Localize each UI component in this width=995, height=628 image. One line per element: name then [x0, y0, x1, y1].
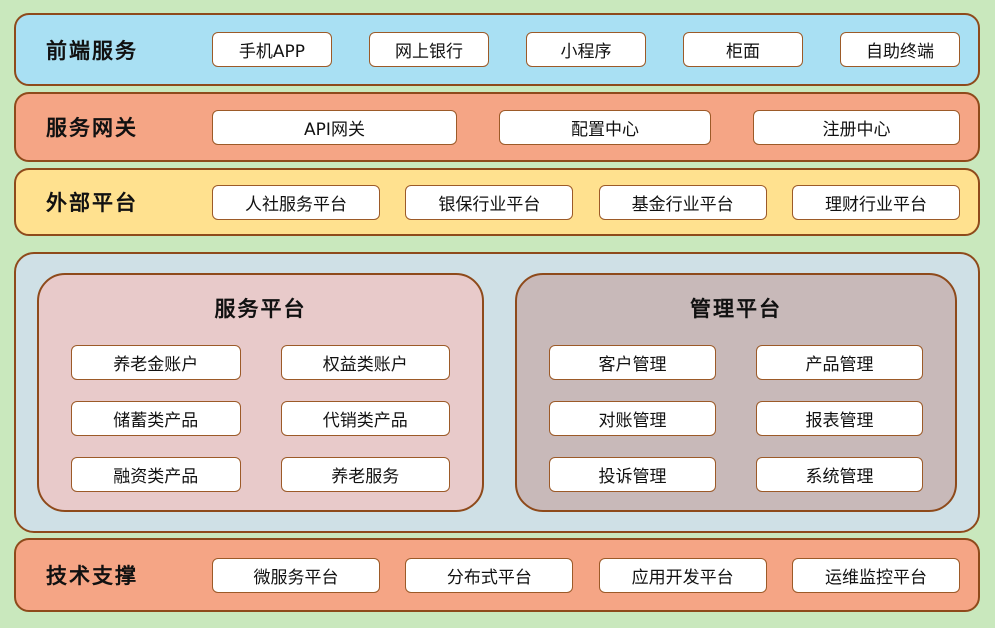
service-platform-title: 服务平台 — [214, 297, 307, 321]
frontend-item-counter: 柜面 — [683, 32, 803, 67]
frontend-item-mobile-app: 手机APP — [212, 32, 332, 67]
frontend-items-group: 手机APP 网上银行 小程序 柜面 自助终端 — [212, 32, 960, 67]
mgmt-item-customer-management: 客户管理 — [549, 345, 716, 380]
external-section-label: 外部平台 — [46, 191, 138, 215]
external-platforms-section: 外部平台 人社服务平台 银保行业平台 基金行业平台 理财行业平台 — [14, 168, 980, 236]
management-platform-title: 管理平台 — [690, 297, 782, 321]
service-item-financing-products: 融资类产品 — [71, 457, 241, 492]
mgmt-item-reconciliation-management: 对账管理 — [549, 401, 716, 436]
frontend-services-section: 前端服务 手机APP 网上银行 小程序 柜面 自助终端 — [14, 13, 980, 86]
service-gateway-section: 服务网关 API网关 配置中心 注册中心 — [14, 92, 980, 162]
management-platform-grid: 客户管理 产品管理 对账管理 报表管理 投诉管理 系统管理 — [549, 345, 923, 492]
frontend-item-self-service-terminal: 自助终端 — [840, 32, 960, 67]
support-items-group: 微服务平台 分布式平台 应用开发平台 运维监控平台 — [212, 557, 960, 593]
external-items-group: 人社服务平台 银保行业平台 基金行业平台 理财行业平台 — [212, 184, 960, 220]
support-item-microservice-platform: 微服务平台 — [212, 557, 380, 593]
service-item-pension-services: 养老服务 — [280, 457, 450, 492]
service-platform-grid: 养老金账户 权益类账户 储蓄类产品 代销类产品 融资类产品 养老服务 — [71, 345, 450, 492]
external-item-wealth-industry-platform: 理财行业平台 — [791, 184, 960, 220]
frontend-item-mini-program: 小程序 — [526, 32, 646, 67]
frontend-item-online-banking: 网上银行 — [369, 32, 489, 67]
service-item-equity-account: 权益类账户 — [280, 345, 450, 380]
external-item-bancassurance-platform: 银保行业平台 — [405, 184, 574, 220]
gateway-items-group: API网关 配置中心 注册中心 — [212, 109, 960, 145]
service-item-consignment-products: 代销类产品 — [280, 401, 450, 436]
external-item-social-security-platform: 人社服务平台 — [212, 184, 380, 220]
service-item-pension-account: 养老金账户 — [71, 345, 241, 380]
gateway-item-api-gateway: API网关 — [212, 109, 457, 145]
mgmt-item-report-management: 报表管理 — [756, 401, 923, 436]
service-item-savings-products: 储蓄类产品 — [71, 401, 241, 436]
gateway-item-registry-center: 注册中心 — [753, 109, 960, 145]
support-item-ops-monitoring-platform: 运维监控平台 — [791, 557, 960, 593]
management-platform-panel: 管理平台 客户管理 产品管理 对账管理 报表管理 投诉管理 系统管理 — [515, 273, 957, 512]
support-item-distributed-platform: 分布式平台 — [405, 557, 574, 593]
technical-support-section: 技术支撑 微服务平台 分布式平台 应用开发平台 运维监控平台 — [14, 538, 980, 612]
mgmt-item-product-management: 产品管理 — [756, 345, 923, 380]
mgmt-item-system-management: 系统管理 — [756, 457, 923, 492]
mgmt-item-complaint-management: 投诉管理 — [549, 457, 716, 492]
gateway-section-label: 服务网关 — [46, 116, 138, 140]
support-item-app-dev-platform: 应用开发平台 — [598, 557, 767, 593]
gateway-item-config-center: 配置中心 — [499, 109, 711, 145]
frontend-section-label: 前端服务 — [46, 38, 138, 63]
support-section-label: 技术支撑 — [46, 564, 138, 588]
core-platforms-container: 服务平台 养老金账户 权益类账户 储蓄类产品 代销类产品 融资类产品 养老服务 … — [14, 252, 980, 533]
service-platform-panel: 服务平台 养老金账户 权益类账户 储蓄类产品 代销类产品 融资类产品 养老服务 — [37, 273, 484, 512]
external-item-fund-industry-platform: 基金行业平台 — [598, 184, 767, 220]
